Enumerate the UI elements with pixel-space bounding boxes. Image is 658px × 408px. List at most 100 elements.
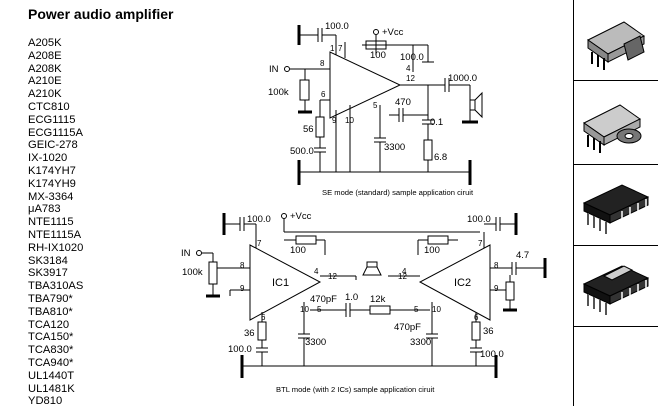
se-input: IN <box>269 64 279 75</box>
svg-text:1: 1 <box>330 44 335 53</box>
btl-caption: BTL mode (with 2 ICs) sample application… <box>276 385 435 394</box>
part-number-item: TCA120 <box>28 318 70 331</box>
part-number-item: TBA790* <box>28 292 73 305</box>
svg-text:10: 10 <box>345 116 354 125</box>
svg-text:100: 100 <box>290 245 306 256</box>
part-number-item: A205K <box>28 37 62 49</box>
part-number-item: TBA810* <box>28 305 73 318</box>
ic-package-icon <box>582 184 650 234</box>
part-number-item: RH-IX1020 <box>28 241 84 254</box>
part-number-item: TCA150* <box>28 331 74 344</box>
package-image-dip <box>574 165 658 246</box>
btl-mode-circuit: 100.0 +Vcc 100 100 IC1 7 8 9 4 12 6 10 5… <box>181 211 547 394</box>
se-vcc: +Vcc <box>382 27 404 38</box>
svg-text:36: 36 <box>483 326 494 337</box>
part-number-item: K174YH7 <box>28 164 76 177</box>
part-number-item: A208E <box>28 49 62 62</box>
part-number-item: IX-1020 <box>28 152 68 165</box>
svg-text:7: 7 <box>478 239 483 248</box>
part-number-item: μA783 <box>28 203 61 216</box>
svg-text:6: 6 <box>321 90 326 99</box>
svg-text:100: 100 <box>424 245 440 256</box>
page-title: Power audio amplifier <box>28 6 174 22</box>
svg-text:100.0: 100.0 <box>467 214 491 225</box>
package-image-dip-tab <box>574 246 658 327</box>
se-mode-circuit: 100.0 1 7 +Vcc 100 4 100.0 IN 8 100k 12 <box>268 21 483 197</box>
part-number-item: TCA830* <box>28 344 74 357</box>
svg-text:8: 8 <box>320 59 325 68</box>
svg-text:10: 10 <box>432 305 441 314</box>
svg-text:3300: 3300 <box>384 142 405 153</box>
part-number-item: TCA940* <box>28 356 74 369</box>
part-number-item: NTE1115 <box>28 216 74 229</box>
part-number-item: ECG1115 <box>28 113 76 126</box>
svg-text:100.0: 100.0 <box>480 349 504 360</box>
part-number-item: UL1481K <box>28 382 75 395</box>
se-caption: SE mode (standard) sample application ci… <box>322 188 474 197</box>
svg-text:470pF: 470pF <box>394 322 421 333</box>
se-resistor-100 <box>365 40 387 50</box>
svg-text:100.0: 100.0 <box>228 344 252 355</box>
svg-text:1000.0: 1000.0 <box>448 73 477 84</box>
part-number-item: SK3917 <box>28 267 68 280</box>
svg-text:100k: 100k <box>268 87 289 98</box>
ic-package-icon <box>582 265 650 315</box>
ic2-triangle <box>418 244 491 321</box>
svg-text:4: 4 <box>402 267 407 276</box>
btl-speaker-icon <box>366 261 378 268</box>
se-speaker-icon <box>469 99 476 111</box>
svg-text:3300: 3300 <box>410 337 431 348</box>
part-number-item: ECG1115A <box>28 126 83 139</box>
svg-text:7: 7 <box>257 239 262 248</box>
part-number-item: A210E <box>28 75 62 88</box>
package-images-column <box>573 0 658 406</box>
svg-text:12k: 12k <box>370 294 386 305</box>
part-number-item: UL1440T <box>28 369 75 382</box>
svg-text:4.7: 4.7 <box>516 250 529 261</box>
svg-text:12: 12 <box>406 74 415 83</box>
svg-text:56: 56 <box>303 124 314 135</box>
svg-text:4: 4 <box>314 267 319 276</box>
ic-package-icon <box>583 104 642 153</box>
btl-input: IN <box>181 248 191 259</box>
svg-text:8: 8 <box>494 261 499 270</box>
part-number-item: K174YH9 <box>28 177 76 190</box>
part-number-item: YD810 <box>28 395 63 408</box>
svg-text:6: 6 <box>261 313 266 322</box>
svg-text:470: 470 <box>395 97 411 108</box>
ic2-label: IC2 <box>454 277 471 289</box>
schematics: 100.0 1 7 +Vcc 100 4 100.0 IN 8 100k 12 <box>181 21 547 394</box>
part-number-item: SK3184 <box>28 254 68 267</box>
svg-text:4: 4 <box>406 64 411 73</box>
part-number-item: NTE1115A <box>28 228 82 241</box>
ic1-triangle <box>249 244 322 321</box>
part-number-item: A210K <box>28 88 62 101</box>
svg-text:3300: 3300 <box>305 337 326 348</box>
svg-text:100.0: 100.0 <box>400 52 424 63</box>
svg-text:470pF: 470pF <box>310 294 337 305</box>
svg-text:36: 36 <box>244 328 255 339</box>
svg-text:500.0: 500.0 <box>290 146 314 157</box>
btl-vcc: +Vcc <box>290 211 312 222</box>
svg-text:9: 9 <box>240 284 245 293</box>
ic-package-icon <box>587 21 645 70</box>
svg-text:6.8: 6.8 <box>434 152 447 163</box>
svg-text:9: 9 <box>494 284 499 293</box>
svg-text:100.0: 100.0 <box>247 214 271 225</box>
package-image-heatsink <box>574 0 658 81</box>
svg-text:10: 10 <box>300 305 309 314</box>
se-amplifier-triangle <box>329 51 402 119</box>
se-c-top: 100.0 <box>325 21 349 32</box>
part-number-item: TBA310AS <box>28 280 84 293</box>
package-image-round-tab <box>574 81 658 165</box>
svg-text:8: 8 <box>240 261 245 270</box>
part-number-item: A208K <box>28 62 62 75</box>
svg-text:5: 5 <box>373 101 378 110</box>
part-number-item: GEIC-278 <box>28 139 78 152</box>
ic1-label: IC1 <box>272 277 289 289</box>
svg-text:100: 100 <box>370 50 386 61</box>
svg-text:100k: 100k <box>182 267 203 278</box>
svg-text:7: 7 <box>338 44 343 53</box>
part-number-item: MX-3364 <box>28 190 74 203</box>
